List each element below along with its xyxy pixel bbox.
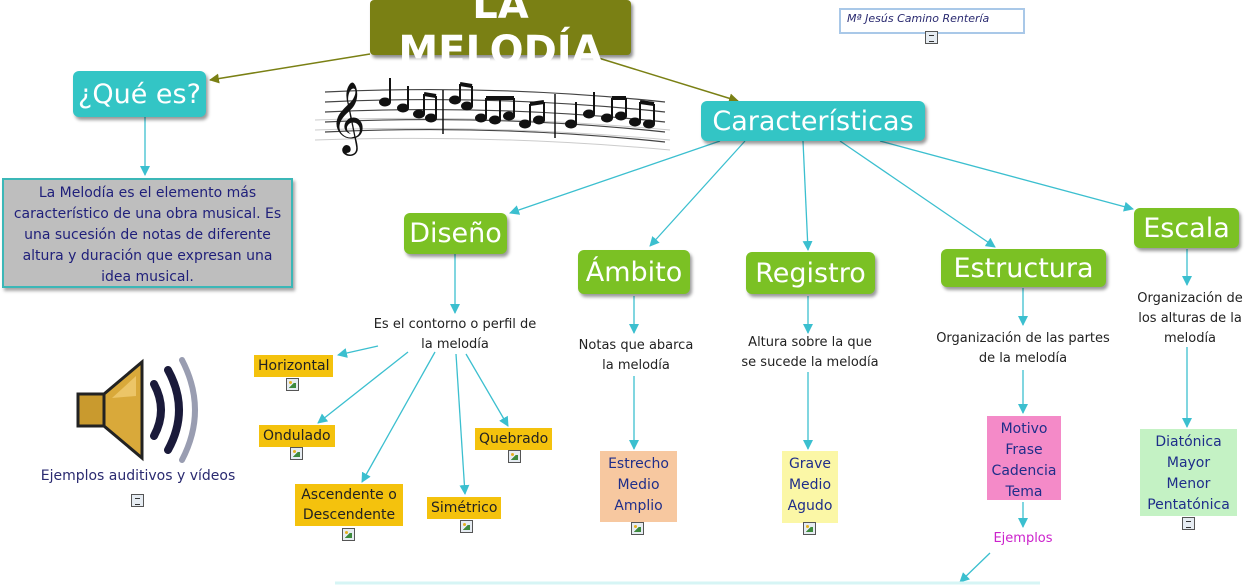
connector-caract-escala	[879, 140, 1134, 212]
diseno-description: Es el contorno o perfil de la melodía	[373, 317, 537, 352]
estructura-value: Motivo	[1000, 421, 1048, 437]
registro-value: Medio	[788, 477, 832, 493]
diseno-simetrico: Simétrico	[427, 497, 502, 519]
horizontal-image-icon[interactable]	[286, 378, 299, 391]
definition-box: La Melodía es el elemento más caracterís…	[2, 178, 293, 288]
ambito-description: Notas que abarca la melodía	[578, 338, 694, 373]
connector-caract-registro	[802, 140, 813, 251]
registro-node[interactable]: Registro	[746, 252, 875, 294]
estructura-value: Cadencia	[991, 463, 1057, 479]
registro-image-icon[interactable]	[803, 522, 816, 535]
connector-desc-simetrico	[455, 353, 470, 495]
audio-label[interactable]: Ejemplos auditivos y vídeos	[40, 468, 236, 484]
escala-value: Pentatónica	[1147, 497, 1230, 513]
audio-doc-icon[interactable]	[131, 494, 144, 507]
speaker-icon[interactable]	[72, 356, 202, 464]
svg-text:𝄞: 𝄞	[329, 80, 366, 156]
connector-desc-quebrado	[465, 353, 509, 427]
estructura-description: Organización de las partes de la melodía	[936, 331, 1110, 366]
music-staff-image: 𝄞	[315, 78, 671, 156]
estructura-values-box: Motivo Frase Cadencia Tema	[987, 416, 1061, 500]
escala-node[interactable]: Escala	[1134, 208, 1239, 248]
connector-caract-estructura	[839, 140, 996, 248]
registro-description: Altura sobre la que se sucede la melodía	[741, 335, 879, 370]
connector-caract-diseno	[509, 140, 721, 215]
connector-title-caracteristicas	[591, 55, 739, 104]
connector-desc-ondulado	[317, 351, 409, 424]
registro-value: Grave	[788, 456, 832, 472]
diseno-horizontal: Horizontal	[254, 355, 334, 377]
diseno-quebrado: Quebrado	[475, 428, 553, 450]
escala-value: Diatónica	[1155, 434, 1222, 450]
connector-ejemplos-out	[959, 552, 991, 583]
ondulado-image-icon[interactable]	[290, 447, 303, 460]
escala-value: Menor	[1166, 476, 1211, 492]
diseno-ondulado: Ondulado	[259, 425, 335, 447]
ejemplos-link[interactable]: Ejemplos	[993, 531, 1053, 546]
main-title: LA MELODÍA	[370, 0, 631, 74]
ambito-value: Estrecho	[608, 456, 669, 472]
escala-description: Organización de los alturas de la melodí…	[1137, 291, 1243, 346]
escala-values-box: Diatónica Mayor Menor Pentatónica	[1140, 429, 1237, 516]
registro-value: Agudo	[787, 498, 833, 514]
diseno-ascendente: Ascendente o Descendente	[295, 484, 403, 526]
quebrado-image-icon[interactable]	[508, 450, 521, 463]
escala-doc-icon[interactable]	[1182, 517, 1195, 530]
diseno-node[interactable]: Diseño	[404, 213, 507, 254]
estructura-value: Frase	[1005, 442, 1043, 458]
ascendente-image-icon[interactable]	[342, 528, 355, 541]
connector-desc-ascendente	[361, 351, 436, 483]
simetrico-image-icon[interactable]	[460, 520, 473, 533]
connector-caract-ambito	[649, 140, 746, 247]
estructura-node[interactable]: Estructura	[941, 249, 1106, 287]
ambito-values-box: Estrecho Medio Amplio	[600, 451, 677, 522]
ambito-value: Amplio	[614, 498, 663, 514]
ambito-value: Medio	[617, 477, 660, 493]
registro-values-box: Grave Medio Agudo	[782, 451, 838, 523]
que-es-node[interactable]: ¿Qué es?	[73, 71, 206, 117]
ambito-node[interactable]: Ámbito	[578, 250, 690, 294]
ambito-image-icon[interactable]	[631, 522, 644, 535]
connector-desc-horizontal	[337, 345, 379, 358]
author-doc-icon[interactable]	[925, 31, 938, 44]
estructura-value: Tema	[1005, 484, 1043, 500]
connector-title-queesmark	[209, 53, 371, 84]
caracteristicas-node[interactable]: Características	[701, 101, 925, 141]
escala-value: Mayor	[1166, 455, 1211, 471]
